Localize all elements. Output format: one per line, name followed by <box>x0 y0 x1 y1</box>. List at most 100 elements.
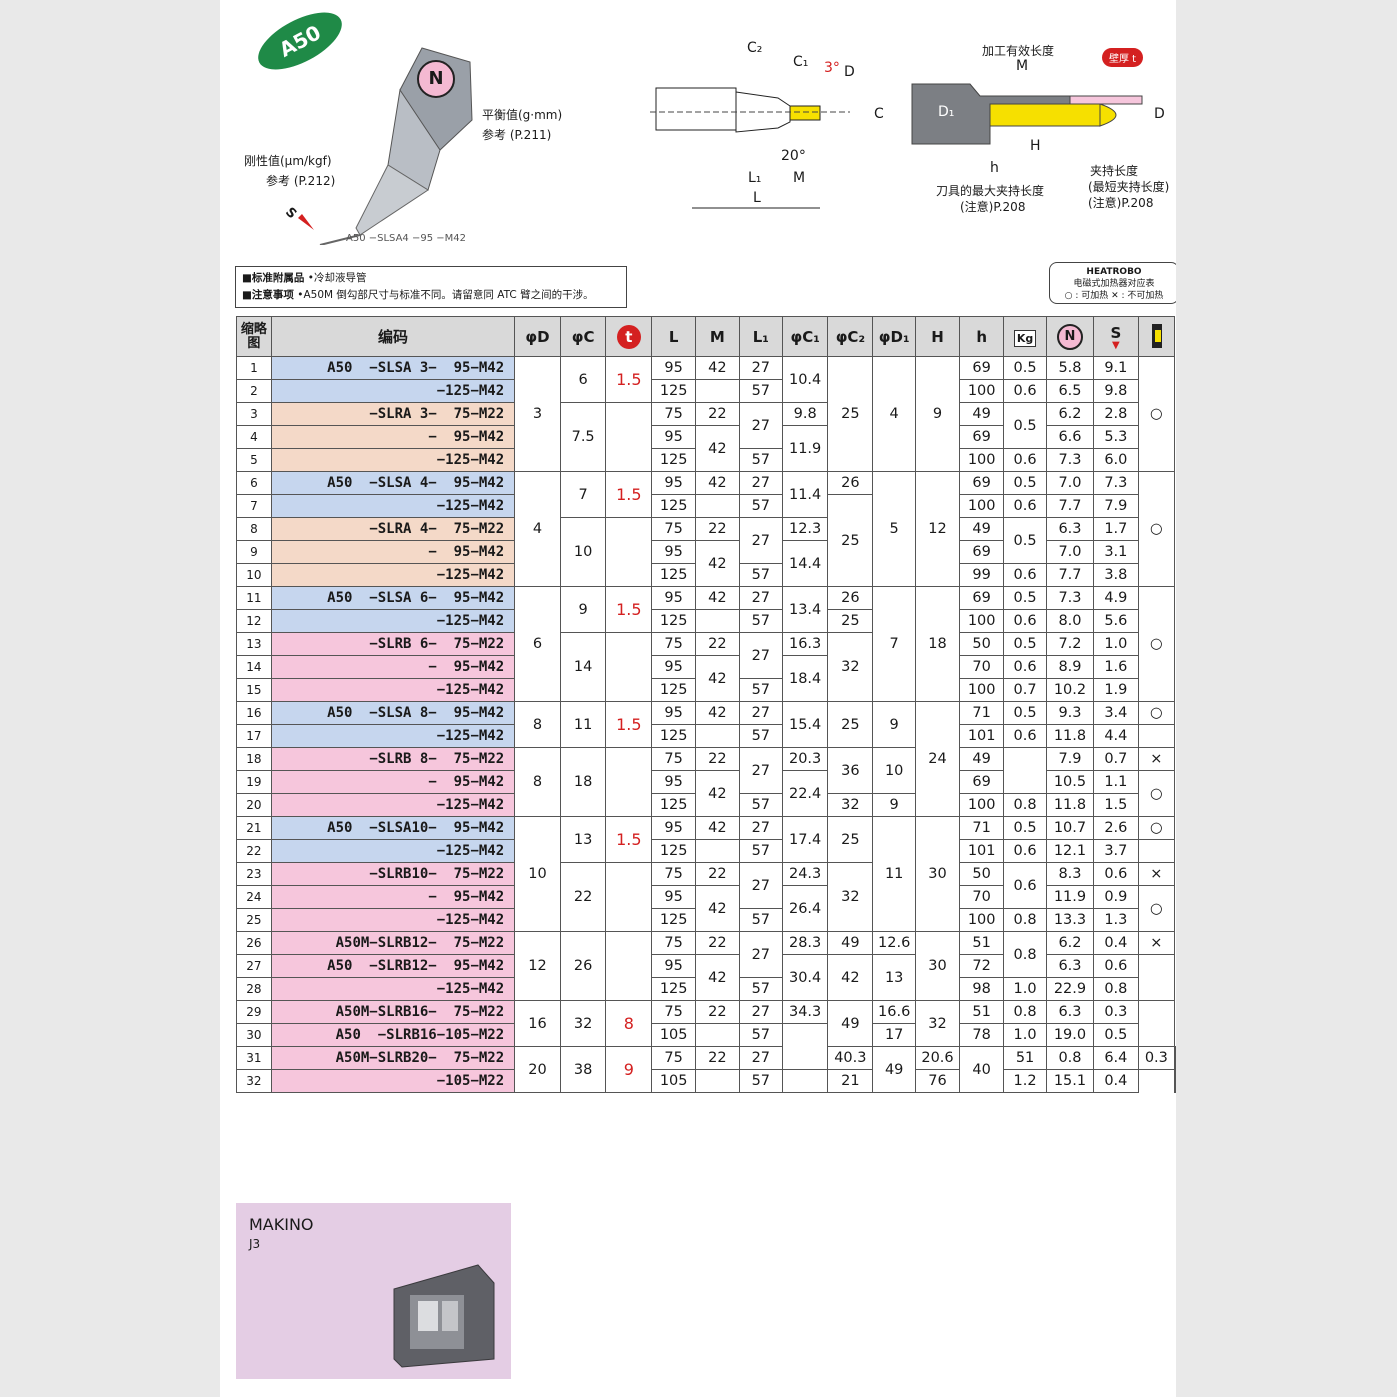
effective-length-label: 加工有效长度 <box>982 44 1055 58</box>
dim-angle20: 20° <box>781 148 806 164</box>
col-header-h-lower: h <box>959 316 1005 357</box>
max-grip-note: (注意)P.208 <box>960 200 1026 214</box>
cell-t: 1.5 <box>605 586 653 633</box>
cell-m: 22 <box>695 402 740 426</box>
product-code: A50 −SLSA 4− 95−M42 <box>270 471 516 495</box>
cell-kg: 0.6 <box>1003 862 1047 909</box>
row-number: 14 <box>236 655 272 679</box>
product-code: −125−M42 <box>270 839 516 863</box>
dim-c1: C₁ <box>793 54 809 70</box>
notes-box: ■标准附属品 •冷却液导管 ■注意事项 •A50M 倒勾部尺寸与标准不同。请留意… <box>235 266 627 308</box>
cell-h: 69 <box>959 471 1005 495</box>
cell-h: 50 <box>959 632 1005 656</box>
col-header-d1: φD₁ <box>872 316 916 357</box>
row-number: 26 <box>236 931 272 955</box>
cell-d1: 11 <box>872 816 916 932</box>
cell-c2: 42 <box>827 954 874 1001</box>
cell-n: 15.1 <box>1045 1069 1095 1093</box>
cell-hr: ○ <box>1137 770 1176 817</box>
cell-l1: 27 <box>738 471 784 495</box>
cell-m: 22 <box>695 931 740 955</box>
cell-c1: 16.3 <box>782 632 829 656</box>
cell-h: 99 <box>959 563 1005 587</box>
cell-l: 95 <box>651 954 697 978</box>
cell-kg: 0.6 <box>1003 448 1047 472</box>
cell-n: 7.7 <box>1045 494 1095 518</box>
cell-h: 72 <box>959 954 1005 978</box>
cell-t <box>605 747 653 817</box>
cell-kg: 0.6 <box>1003 563 1047 587</box>
cell-d1: 9 <box>872 701 916 748</box>
cell-n: 7.0 <box>1045 540 1095 564</box>
cell-kg: 0.5 <box>1003 816 1047 840</box>
cell-t <box>605 632 653 702</box>
cell-h: 100 <box>959 793 1005 817</box>
product-code: −125−M42 <box>270 609 516 633</box>
cell-c: 10 <box>559 517 607 587</box>
cell-kg: 1.0 <box>1003 977 1047 1001</box>
cell-l1: 57 <box>738 908 784 932</box>
dim-l1: L₁ <box>748 170 762 186</box>
cell-c1: 14.4 <box>782 540 829 587</box>
row-number: 5 <box>236 448 272 472</box>
cell-m: 22 <box>695 1046 740 1070</box>
cell-n: 5.8 <box>1045 356 1095 380</box>
row-number: 18 <box>236 747 272 771</box>
cell-m <box>695 494 740 518</box>
col-header-heatrobo <box>1137 316 1176 357</box>
col-header-l: L <box>651 316 697 357</box>
cell-c2: 32 <box>827 862 874 932</box>
cell-l: 75 <box>651 517 697 541</box>
cell-d: 12 <box>514 931 561 1001</box>
cell-hr <box>1137 724 1176 748</box>
cell-l: 75 <box>651 402 697 426</box>
cell-kg: 0.5 <box>1003 356 1047 380</box>
cell-t: 1.5 <box>605 356 653 403</box>
cell-l1: 57 <box>738 379 784 403</box>
cell-c: 11 <box>559 701 607 748</box>
cell-l1: 27 <box>738 816 784 840</box>
cell-kg: 0.6 <box>1003 609 1047 633</box>
max-grip-label: 刀具的最大夹持长度 <box>936 184 1045 198</box>
product-code: A50M−SLRB16− 75−M22 <box>270 1000 516 1024</box>
cell-h: 100 <box>959 908 1005 932</box>
cell-n: 6.6 <box>1045 425 1095 449</box>
grip-length-label: 夹持长度 <box>1090 164 1139 178</box>
cell-n: 9.3 <box>1045 701 1095 725</box>
cell-l: 95 <box>651 701 697 725</box>
cell-d1: 21 <box>827 1069 874 1093</box>
cell-h: 49 <box>959 517 1005 541</box>
machine-icon <box>393 1264 495 1368</box>
cell-m: 42 <box>695 356 740 380</box>
caution-heading: ■注意事项 <box>242 289 294 301</box>
cell-n: 6.2 <box>1045 931 1095 955</box>
cell-hr: × <box>1137 747 1176 771</box>
product-code: −105−M22 <box>270 1069 516 1093</box>
cell-l: 125 <box>651 494 697 518</box>
cell-s: 0.4 <box>1093 1069 1139 1093</box>
cell-kg: 1.0 <box>1003 1023 1047 1047</box>
cell-h: 69 <box>959 586 1005 610</box>
cell-kg: 0.8 <box>1003 908 1047 932</box>
clamping-dimension-drawing <box>911 83 1143 145</box>
makino-model: J3 <box>249 1237 261 1251</box>
cell-l: 125 <box>651 908 697 932</box>
col-header-d: φD <box>514 316 561 357</box>
cell-c: 26 <box>559 931 607 1001</box>
cell-m: 42 <box>695 885 740 932</box>
cell-n: 8.3 <box>1045 862 1095 886</box>
dim-d: D <box>844 64 855 80</box>
row-number: 31 <box>236 1046 272 1070</box>
cell-kg: 0.8 <box>1003 1000 1047 1024</box>
cell-kg: 0.5 <box>1003 586 1047 610</box>
cell-l: 95 <box>651 471 697 495</box>
cell-l: 75 <box>651 931 697 955</box>
cell-n: 6.2 <box>1045 402 1095 426</box>
row-number: 1 <box>236 356 272 380</box>
